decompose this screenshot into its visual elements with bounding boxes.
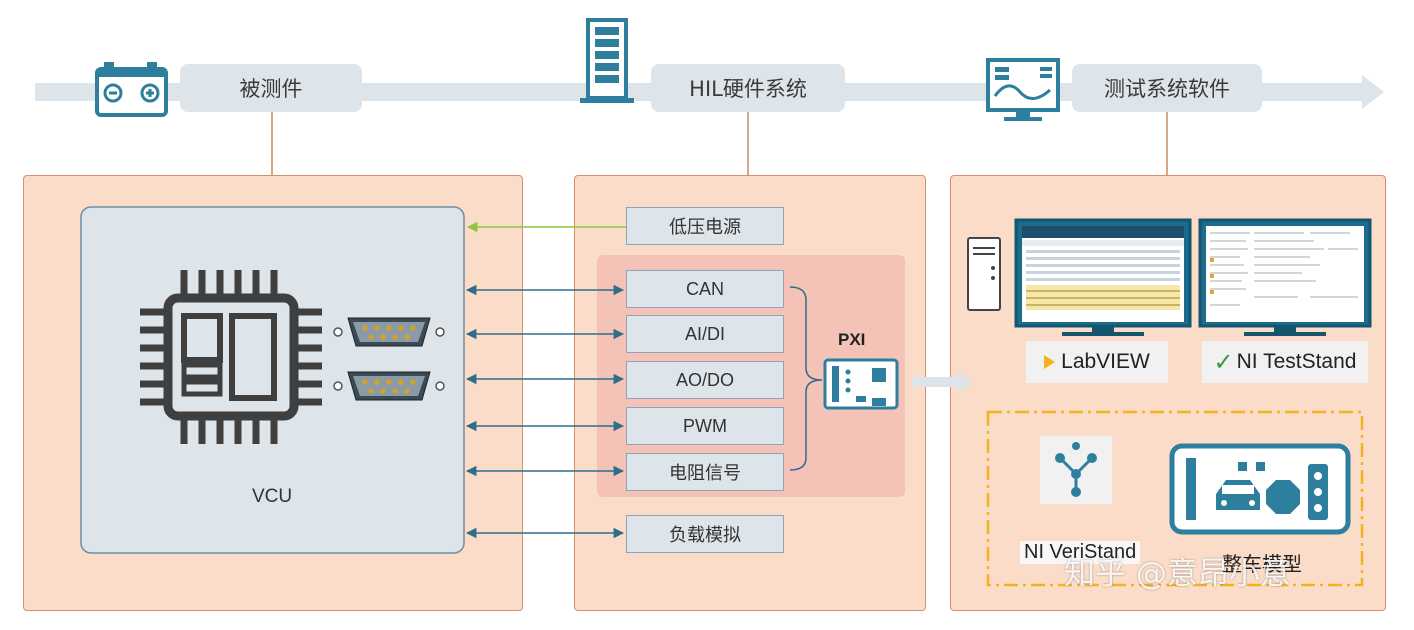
db9-connector-icon <box>333 371 445 401</box>
signal-box-pwm: PWM <box>626 407 784 445</box>
stage-hil-label: HIL硬件系统 <box>651 64 845 112</box>
vehicle-model-label: 整车模型 <box>1222 552 1302 576</box>
stage-dut-label: 被测件 <box>180 64 362 112</box>
labview-label: LabVIEW <box>1061 350 1150 373</box>
labview-screen <box>1014 218 1192 336</box>
pc-tower-icon <box>967 237 1001 311</box>
stage-software-label: 测试系统软件 <box>1072 64 1262 112</box>
vcu-label: VCU <box>251 486 293 507</box>
pxi-to-software-arrow <box>912 370 972 394</box>
watermark: 知乎 @意昂小意 <box>1064 556 1291 592</box>
monitor-icon <box>986 58 1060 121</box>
signal-box-ai-di: AI/DI <box>626 315 784 353</box>
veristand-label: NI VeriStand <box>1020 541 1141 564</box>
veristand-logo-icon <box>1040 436 1112 504</box>
teststand-label: NI TestStand <box>1236 350 1357 373</box>
load-simulation-box: 负载模拟 <box>626 515 784 553</box>
power-supply-box: 低压电源 <box>626 207 784 245</box>
signal-box-can: CAN <box>626 270 784 308</box>
signal-brace <box>789 286 823 471</box>
db9-connector-icon <box>333 317 445 347</box>
labview-logo: LabVIEW <box>1026 341 1168 383</box>
signal-box-ao-do: AO/DO <box>626 361 784 399</box>
chip-icon <box>140 270 322 444</box>
labview-arrow-icon <box>1044 355 1056 369</box>
server-icon <box>580 18 634 103</box>
pxi-label: PXI <box>838 330 866 349</box>
pxi-card-icon <box>823 358 899 410</box>
battery-icon <box>95 62 168 117</box>
vehicle-model-icon <box>1169 443 1351 535</box>
simulation-region <box>986 410 1364 587</box>
signal-box-resistance: 电阻信号 <box>626 453 784 491</box>
check-icon: ✓ <box>1213 348 1234 376</box>
teststand-logo: ✓ NI TestStand <box>1202 341 1368 383</box>
teststand-screen <box>1198 218 1372 336</box>
